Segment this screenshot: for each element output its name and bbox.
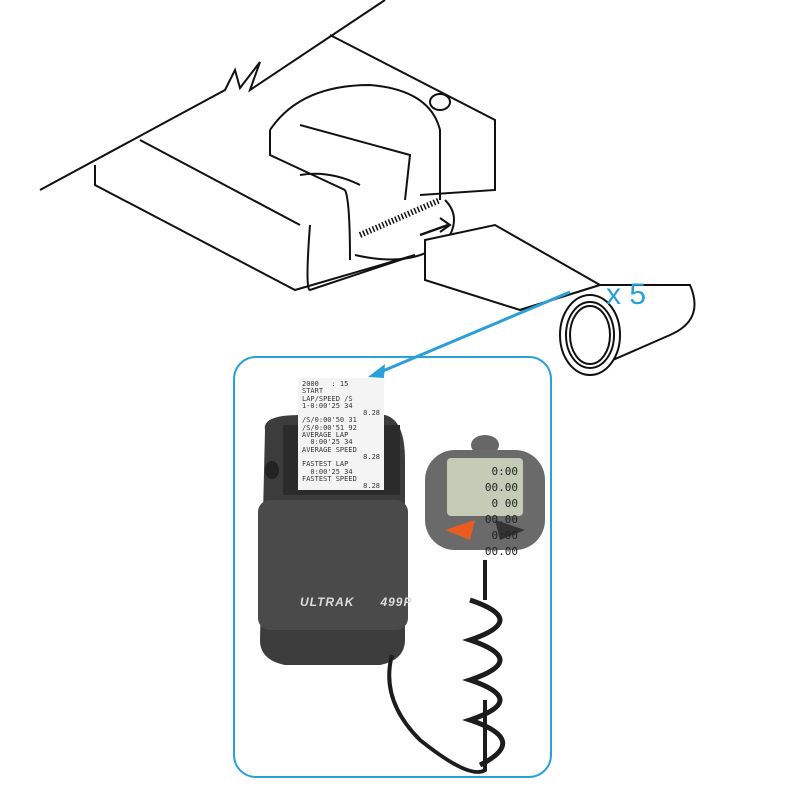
receipt-line: FASTEST LAP bbox=[302, 460, 349, 469]
receipt-line: AVERAGE LAP bbox=[302, 431, 349, 440]
receipt-line: /S/0:00'51 92 bbox=[302, 423, 357, 432]
product-frame bbox=[233, 356, 552, 778]
receipt-line: 0:00'25 34 bbox=[302, 438, 353, 447]
display-line: 0 00 00.00 bbox=[484, 497, 518, 526]
receipt-line: 8.28 bbox=[363, 452, 380, 461]
stopwatch bbox=[425, 435, 545, 550]
receipt-line: START bbox=[302, 387, 324, 396]
printer-brand: ULTRAK bbox=[300, 595, 355, 609]
receipt-line: FASTEST SPEED bbox=[302, 474, 357, 483]
receipt-line: 8.28 bbox=[363, 409, 380, 418]
receipt-line: AVERAGE SPEED bbox=[302, 445, 357, 454]
roll-quantity: x 5 bbox=[606, 278, 647, 311]
receipt-line: /S/0:00'50 31 bbox=[302, 416, 357, 425]
receipt-line: 2000 : 15 bbox=[302, 380, 349, 388]
pointer-arrow bbox=[377, 290, 571, 375]
printer-model: 499P bbox=[380, 595, 413, 609]
receipt-line: LAP/SPEED /S bbox=[302, 394, 353, 403]
arrow-head-icon bbox=[368, 364, 385, 378]
receipt-line: 8.28 bbox=[363, 482, 380, 490]
printer-label: ULTRAK 499P bbox=[300, 595, 412, 609]
printer-line-drawing bbox=[39, 0, 696, 376]
cable bbox=[387, 560, 505, 774]
receipt-line: 0:00'25 34 bbox=[302, 467, 353, 476]
stopwatch-display: 0:00 00.00 0 00 00.00 0:00 00.00 bbox=[452, 464, 518, 560]
display-line: 0:00 00.00 bbox=[484, 465, 518, 494]
receipt-line: 1-0:00'25 34 bbox=[302, 401, 353, 410]
display-line: 0:00 00.00 bbox=[484, 529, 518, 558]
